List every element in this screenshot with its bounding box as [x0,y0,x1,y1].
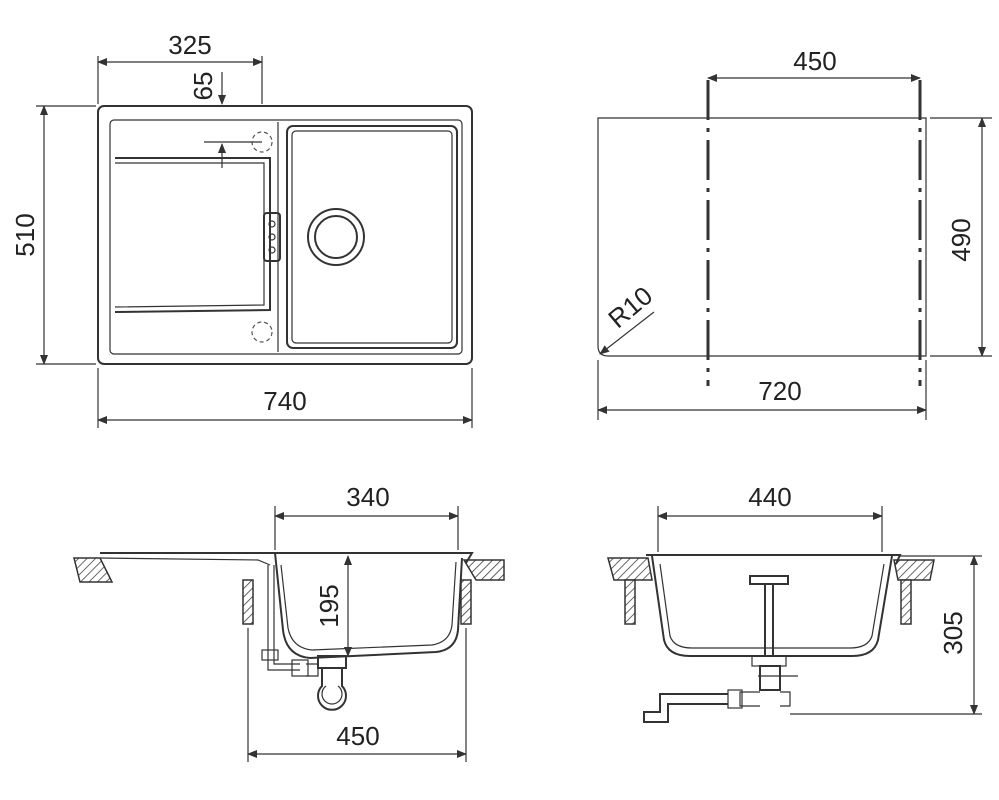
cabinet-wall [242,579,254,625]
section-view-drainer: 340 195 450 [73,482,505,762]
dim-label-490: 490 [946,218,976,261]
trap [317,668,347,711]
drainer-area [114,157,271,313]
cutout-outline [597,117,927,357]
dim-label-740: 740 [263,386,306,416]
drain-fitting [317,655,347,669]
sink-outline [97,105,473,365]
dim-label-r10: R10 [602,280,658,334]
drain-fitting [759,665,781,691]
cutout-view: 450 720 490 R10 [597,46,992,420]
dim-label-440: 440 [748,482,791,512]
waste-pipe [643,693,728,723]
worktop-section [607,557,653,581]
drain-circle [307,208,365,266]
drain-post [764,583,774,657]
dim-label-510: 510 [10,213,40,256]
dim-label-340: 340 [346,482,389,512]
dim-label-305: 305 [938,611,968,654]
overflow-outlet [263,212,281,262]
dim-label-720: 720 [758,376,801,406]
section-view-bowl: 440 305 [607,482,982,723]
bowl-outline [286,125,458,349]
dim-label-65: 65 [188,72,218,101]
worktop-section [73,557,114,583]
worktop-section [462,559,505,581]
tap-hole-marker [251,321,273,343]
dim-label-450: 450 [793,46,836,76]
cabinet-wall [460,579,472,625]
bowl-section [274,552,463,660]
sink-plan-view: 740 510 325 65 [10,30,473,428]
dim-label-325: 325 [168,30,211,60]
cabinet-wall [900,579,912,625]
cabinet-wall [624,579,636,625]
worktop-section [893,559,935,581]
dim-label-195: 195 [314,584,344,627]
dim-label-450: 450 [336,721,379,751]
sink-inner-rim [109,119,463,355]
